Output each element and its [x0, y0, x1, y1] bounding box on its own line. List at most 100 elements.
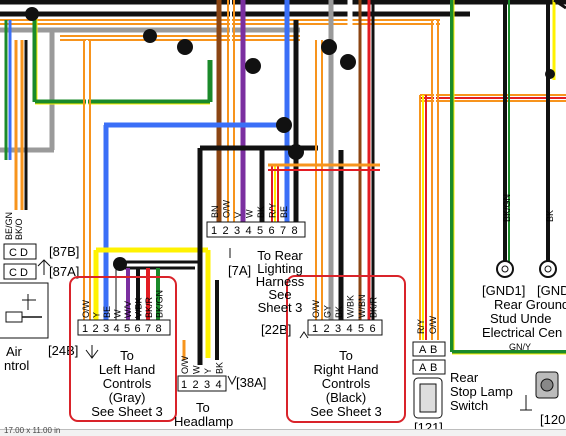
svg-text:A: A: [419, 362, 427, 374]
svg-text:[GND1]: [GND1]: [482, 283, 525, 298]
svg-text:Harness: Harness: [256, 274, 305, 289]
svg-text:[22B]: [22B]: [261, 322, 291, 337]
c7a-pin-2: 2: [223, 225, 229, 237]
c24b-wire-label: W: [113, 309, 123, 318]
svg-text:Left Hand: Left Hand: [99, 362, 155, 377]
svg-text:[120: [120: [540, 412, 565, 427]
c22b-pin-1: 1: [312, 323, 318, 335]
svg-text:Right Hand: Right Hand: [313, 362, 378, 377]
c7a-wire-label: BK: [256, 206, 266, 218]
svg-text:Rear: Rear: [450, 370, 479, 385]
c24b-pin-4: 4: [114, 323, 120, 335]
c24b-wire-label: Y: [92, 312, 102, 318]
svg-text:[24B]: [24B]: [48, 343, 78, 358]
c7a-pin-1: 1: [211, 225, 217, 237]
rear-stop-text: Rear Stop Lamp Switch: [450, 370, 513, 413]
c22b-pin-6: 6: [370, 323, 376, 335]
svg-text:Electrical Cen: Electrical Cen: [482, 325, 562, 340]
c24b-pin-7: 7: [145, 323, 151, 335]
component-120: [120: [520, 371, 565, 427]
svg-text:See Sheet 3: See Sheet 3: [310, 404, 382, 419]
svg-text:To: To: [196, 400, 210, 415]
svg-text:BK/O: BK/O: [14, 218, 24, 240]
svg-text:A: A: [419, 344, 427, 356]
svg-text:[38A]: [38A]: [236, 375, 266, 390]
c24b-pin-5: 5: [124, 323, 130, 335]
c24b-pin-6: 6: [135, 323, 141, 335]
svg-text:B: B: [430, 344, 437, 356]
c24b-wire-label: V/BK: [134, 297, 144, 318]
air-control-component: Air ntrol: [0, 282, 49, 373]
svg-text:C: C: [9, 267, 17, 279]
c7a-pin-7: 7: [280, 225, 286, 237]
c24b-wire-label: W/V: [123, 301, 133, 318]
c24b-wire-label: BK/GN: [155, 290, 165, 318]
c7a-pin-6: 6: [269, 225, 275, 237]
status-bar: 17.00 x 11.00 in: [0, 426, 566, 436]
svg-text:C: C: [9, 247, 17, 259]
c7a-wire-label: BN: [210, 205, 220, 218]
svg-text:O/W: O/W: [428, 315, 438, 334]
svg-text:BK: BK: [545, 210, 555, 222]
svg-text:Lighting: Lighting: [257, 261, 303, 276]
connector-121: A B A B R/Y O/W [121]: [412, 315, 446, 435]
c7a-pin-4: 4: [246, 225, 252, 237]
left-hand-text: To Left Hand Controls (Gray) See Sheet 3: [91, 348, 163, 419]
svg-text:(Black): (Black): [326, 390, 366, 405]
svg-text:[87A]: [87A]: [49, 264, 79, 279]
svg-text:(Gray): (Gray): [109, 390, 146, 405]
svg-text:GN/Y: GN/Y: [509, 342, 531, 352]
svg-text:Headlamp: Headlamp: [174, 414, 233, 429]
splice-dots: [25, 7, 555, 271]
c38a-pin-3: 3: [204, 379, 210, 391]
svg-text:[7A]: [7A]: [228, 263, 251, 278]
connector-121-wires: [419, 20, 566, 340]
c24b-pin-2: 2: [93, 323, 99, 335]
c38a-wire-label: Y: [203, 368, 213, 374]
svg-text:[87B]: [87B]: [49, 244, 79, 259]
c22b-pin-5: 5: [358, 323, 364, 335]
c7a-wire-label: V: [233, 212, 243, 218]
left-hand-callout: [69, 276, 177, 422]
connector-7a-wires: [216, 0, 299, 222]
c24b-wire-label: BE: [102, 306, 112, 318]
c22b-wire-label: W/BN: [357, 295, 367, 319]
svg-text:[GND: [GND: [537, 283, 566, 298]
page-size-readout: 17.00 x 11.00 in: [4, 426, 61, 435]
svg-text:BE/GN: BE/GN: [4, 212, 14, 240]
svg-text:Controls: Controls: [103, 376, 152, 391]
c24b-wire-label: BK/R: [144, 296, 154, 318]
c38a-pin-2: 2: [193, 379, 199, 391]
c22b-wire-label: W/BK: [346, 295, 356, 318]
c22b-wire-label: GY: [323, 305, 333, 318]
connector-87b: C D [87B]: [3, 243, 79, 260]
c7a-pin-8: 8: [292, 225, 298, 237]
connector-87a: C D [87A]: [3, 263, 79, 280]
c7a-pin-5: 5: [257, 225, 263, 237]
c7a-wire-label: R/Y: [268, 203, 278, 218]
c24b-wire-label: O/W: [81, 299, 91, 318]
svg-text:Stop Lamp: Stop Lamp: [450, 384, 513, 399]
c22b-wire-label: BK/R: [369, 296, 379, 318]
c22b-pin-4: 4: [347, 323, 353, 335]
ground-text: [GND1] [GND Rear Ground Stud Unde Electr…: [482, 283, 566, 340]
svg-text:Air: Air: [6, 344, 23, 359]
c38a-pin-4: 4: [216, 379, 222, 391]
svg-text:See Sheet 3: See Sheet 3: [91, 404, 163, 419]
svg-text:To: To: [339, 348, 353, 363]
svg-text:Sheet 3: Sheet 3: [258, 300, 303, 315]
c22b-wire-label: BK: [334, 306, 344, 318]
svg-text:D: D: [20, 247, 28, 259]
c24b-pin-3: 3: [103, 323, 109, 335]
svg-text:Controls: Controls: [322, 376, 371, 391]
c24b-pin-8: 8: [156, 323, 162, 335]
svg-text:D: D: [20, 267, 28, 279]
c22b-pin-2: 2: [324, 323, 330, 335]
ground-stud-right: [539, 260, 557, 278]
svg-text:Rear Ground: Rear Ground: [494, 297, 566, 312]
svg-text:See: See: [268, 287, 291, 302]
